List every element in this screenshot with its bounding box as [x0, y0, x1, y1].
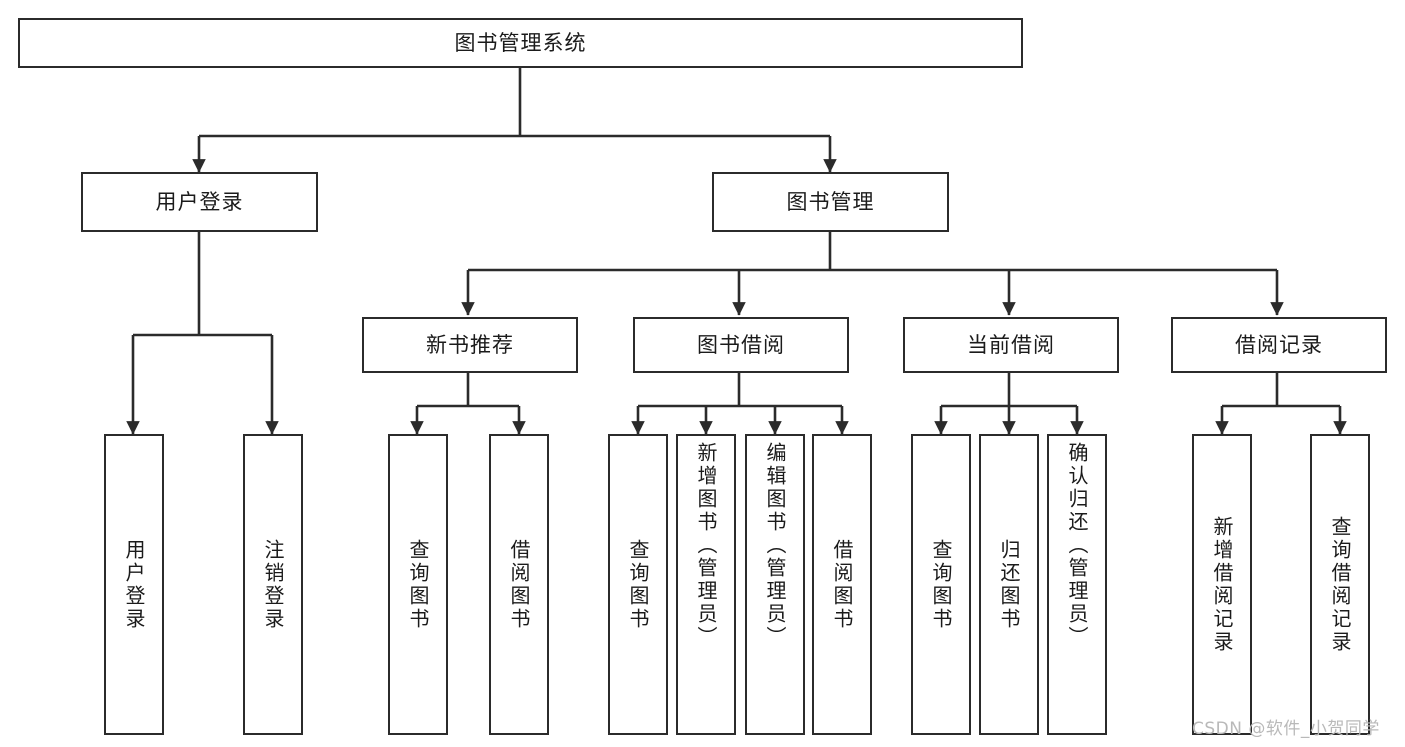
watermark-text: CSDN @软件_小贺同学: [1192, 719, 1380, 739]
node-leaf-add-record-label: 新增借阅记录: [1210, 515, 1234, 654]
node-new-book-recommend-label: 新书推荐: [426, 332, 514, 357]
node-leaf-edit-book-label: 编辑图书（管理员）: [763, 442, 787, 649]
node-leaf-user-login[interactable]: 用户登录: [104, 434, 164, 735]
node-book-manage-label: 图书管理: [786, 189, 875, 214]
node-leaf-return-book[interactable]: 归还图书: [979, 434, 1039, 735]
node-leaf-logout-login[interactable]: 注销登录: [243, 434, 303, 735]
node-leaf-query-book-1[interactable]: 查询图书: [388, 434, 448, 735]
node-book-borrow-label: 图书借阅: [697, 332, 785, 357]
node-user-login-label: 用户登录: [155, 189, 244, 214]
node-leaf-confirm-return-label: 确认归还（管理员）: [1065, 442, 1089, 649]
node-current-borrow-label: 当前借阅: [967, 332, 1055, 357]
node-leaf-query-book-2-label: 查询图书: [626, 538, 650, 631]
node-root[interactable]: 图书管理系统: [18, 18, 1023, 68]
node-leaf-query-record-label: 查询借阅记录: [1328, 515, 1352, 654]
node-book-borrow[interactable]: 图书借阅: [633, 317, 849, 373]
node-new-book-recommend[interactable]: 新书推荐: [362, 317, 578, 373]
node-leaf-query-book-2[interactable]: 查询图书: [608, 434, 668, 735]
node-leaf-edit-book[interactable]: 编辑图书（管理员）: [745, 434, 805, 735]
node-leaf-borrow-book-2-label: 借阅图书: [830, 538, 854, 631]
node-leaf-return-book-label: 归还图书: [997, 538, 1021, 631]
node-leaf-logout-login-label: 注销登录: [261, 538, 285, 631]
node-leaf-add-book-label: 新增图书（管理员）: [694, 442, 718, 649]
node-leaf-user-login-label: 用户登录: [122, 538, 146, 631]
node-leaf-query-book-1-label: 查询图书: [406, 538, 430, 631]
node-leaf-query-book-3-label: 查询图书: [929, 538, 953, 631]
node-leaf-query-record[interactable]: 查询借阅记录: [1310, 434, 1370, 735]
node-leaf-borrow-book-1[interactable]: 借阅图书: [489, 434, 549, 735]
node-book-manage[interactable]: 图书管理: [712, 172, 949, 232]
node-leaf-add-book[interactable]: 新增图书（管理员）: [676, 434, 736, 735]
node-leaf-borrow-book-1-label: 借阅图书: [507, 538, 531, 631]
node-leaf-query-book-3[interactable]: 查询图书: [911, 434, 971, 735]
node-borrow-record[interactable]: 借阅记录: [1171, 317, 1387, 373]
node-current-borrow[interactable]: 当前借阅: [903, 317, 1119, 373]
node-leaf-add-record[interactable]: 新增借阅记录: [1192, 434, 1252, 735]
node-user-login[interactable]: 用户登录: [81, 172, 318, 232]
node-leaf-borrow-book-2[interactable]: 借阅图书: [812, 434, 872, 735]
node-leaf-confirm-return[interactable]: 确认归还（管理员）: [1047, 434, 1107, 735]
node-borrow-record-label: 借阅记录: [1235, 332, 1323, 357]
node-root-label: 图书管理系统: [454, 30, 587, 55]
